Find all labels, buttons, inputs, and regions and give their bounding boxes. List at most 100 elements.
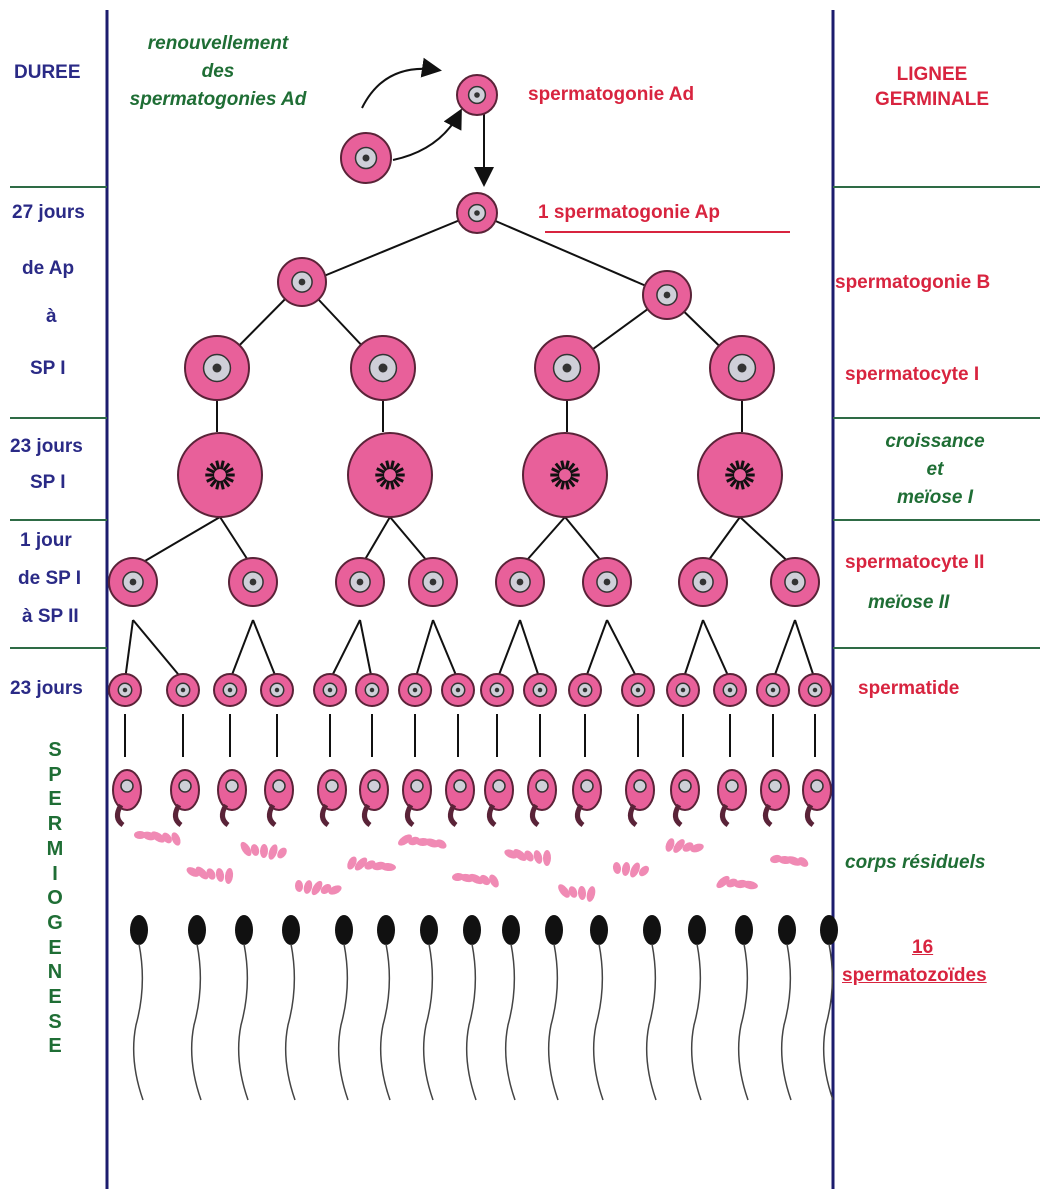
spermatocyte-2-cell	[229, 558, 277, 606]
spermatozoon	[130, 915, 148, 1100]
corps-residuels-label: corps résiduels	[845, 852, 985, 874]
croissance-meiose1-label: croissance et meïose I	[860, 428, 1010, 512]
spermatogonia-ad-cell	[457, 75, 497, 115]
growing-spermatocyte-1-cell	[698, 433, 782, 517]
spermatozoon	[335, 915, 353, 1100]
residual-body	[250, 843, 261, 857]
duration-de-ap: de Ap	[22, 258, 74, 280]
residual-body	[543, 850, 551, 866]
meiose-2-label: meïose II	[868, 592, 949, 614]
spermatozoon	[545, 915, 563, 1100]
spermatid-cell	[214, 674, 246, 706]
spermatozoon	[735, 915, 753, 1100]
spermatocyte-1-cell	[351, 336, 415, 400]
spermatozoon	[502, 915, 520, 1100]
residual-body	[434, 837, 448, 850]
spermatogonie-b-label: spermatogonie B	[835, 272, 990, 294]
elongating-spermatid	[671, 770, 699, 825]
spermatocyte-1-cell	[710, 336, 774, 400]
elongating-spermatid	[803, 770, 831, 825]
residual-body	[532, 849, 544, 865]
spermatozoides-label: spermatozoïdes	[842, 965, 987, 987]
residual-bodies	[134, 829, 810, 902]
spermatocyte-2-cell	[409, 558, 457, 606]
count-16-label: 16	[912, 937, 933, 959]
growing-spermatocyte-1-cell	[348, 433, 432, 517]
spermatozoon	[778, 915, 796, 1100]
residual-body	[585, 885, 596, 902]
duration-a-sp2: à SP II	[22, 606, 79, 628]
spermatocyte-2-cell	[336, 558, 384, 606]
spermatocyte-2-label: spermatocyte II	[845, 552, 984, 574]
residual-body	[295, 880, 304, 892]
growing-spermatocyte-1-cell	[523, 433, 607, 517]
lignee-germinale-header: LIGNEE GERMINALE	[852, 62, 1012, 112]
elongating-spermatid	[718, 770, 746, 825]
duration-23-days-b: 23 jours	[10, 678, 83, 700]
spermatide-label: spermatide	[858, 678, 959, 700]
elongating-spermatid	[573, 770, 601, 825]
elongating-spermatid	[360, 770, 388, 825]
spermatogonie-ad-label: spermatogonie Ad	[528, 84, 694, 106]
duration-27-days: 27 jours	[12, 202, 85, 224]
elongating-spermatid	[485, 770, 513, 825]
spermiogenese-vertical-label: S P E R M I O G E N E S E	[40, 738, 70, 1059]
spermatocyte-2-cell	[109, 558, 157, 606]
spermatozoon	[235, 915, 253, 1100]
spermatid-cell	[524, 674, 556, 706]
spermatid-cell	[799, 674, 831, 706]
spermatocyte-1-label: spermatocyte I	[845, 364, 979, 386]
residual-body	[224, 868, 234, 885]
spermatozoon	[463, 915, 481, 1100]
spermatozoon	[420, 915, 438, 1100]
residual-body	[260, 844, 268, 858]
spermatid-cell	[667, 674, 699, 706]
spermatid-cell	[399, 674, 431, 706]
spermatid-cell	[442, 674, 474, 706]
spermatocyte-2-cell	[583, 558, 631, 606]
elongating-spermatid	[218, 770, 246, 825]
elongating-spermatid	[761, 770, 789, 825]
spermatozoa	[130, 915, 838, 1100]
spermatid-cell	[757, 674, 789, 706]
duration-23-sp1: SP I	[30, 472, 66, 494]
spermatocyte-1-cell	[185, 336, 249, 400]
duration-a: à	[46, 306, 57, 328]
growing-spermatocyte-1-cell	[178, 433, 262, 517]
spermatozoon	[377, 915, 395, 1100]
duration-23-days-a: 23 jours	[10, 436, 83, 458]
spermatid-cell	[109, 674, 141, 706]
elongating-spermatid	[171, 770, 199, 825]
residual-body	[215, 867, 225, 882]
elongating-spermatid	[265, 770, 293, 825]
duration-sp1: SP I	[30, 358, 66, 380]
elongating-spermatid	[446, 770, 474, 825]
duration-1-day: 1 jour	[20, 530, 72, 552]
spermatid-cell	[714, 674, 746, 706]
spermatid-cell	[569, 674, 601, 706]
spermatozoon	[590, 915, 608, 1100]
spermatogonia-b-cell	[643, 271, 691, 319]
duree-header: DUREE	[14, 62, 81, 84]
spermatid-cell	[481, 674, 513, 706]
germ-cells	[109, 75, 831, 825]
elongating-spermatid	[626, 770, 654, 825]
spermatocyte-2-cell	[679, 558, 727, 606]
residual-body	[621, 862, 631, 877]
elongating-spermatid	[113, 770, 141, 825]
spermatogonie-ap-label: 1 spermatogonie Ap	[538, 202, 720, 224]
spermatid-cell	[356, 674, 388, 706]
spermatozoon	[188, 915, 206, 1100]
spermatogonia-ap-cell	[457, 193, 497, 233]
elongating-spermatid	[403, 770, 431, 825]
spermatocyte-1-cell	[535, 336, 599, 400]
spermatid-cell	[261, 674, 293, 706]
spermatid-cell	[167, 674, 199, 706]
residual-body	[612, 861, 622, 874]
spermatozoon	[643, 915, 661, 1100]
spermatocyte-2-cell	[496, 558, 544, 606]
residual-body	[578, 886, 587, 901]
residual-body	[267, 843, 280, 861]
renewal-label: renouvellement des spermatogonies Ad	[118, 30, 318, 114]
spermatozoon	[820, 915, 838, 1100]
